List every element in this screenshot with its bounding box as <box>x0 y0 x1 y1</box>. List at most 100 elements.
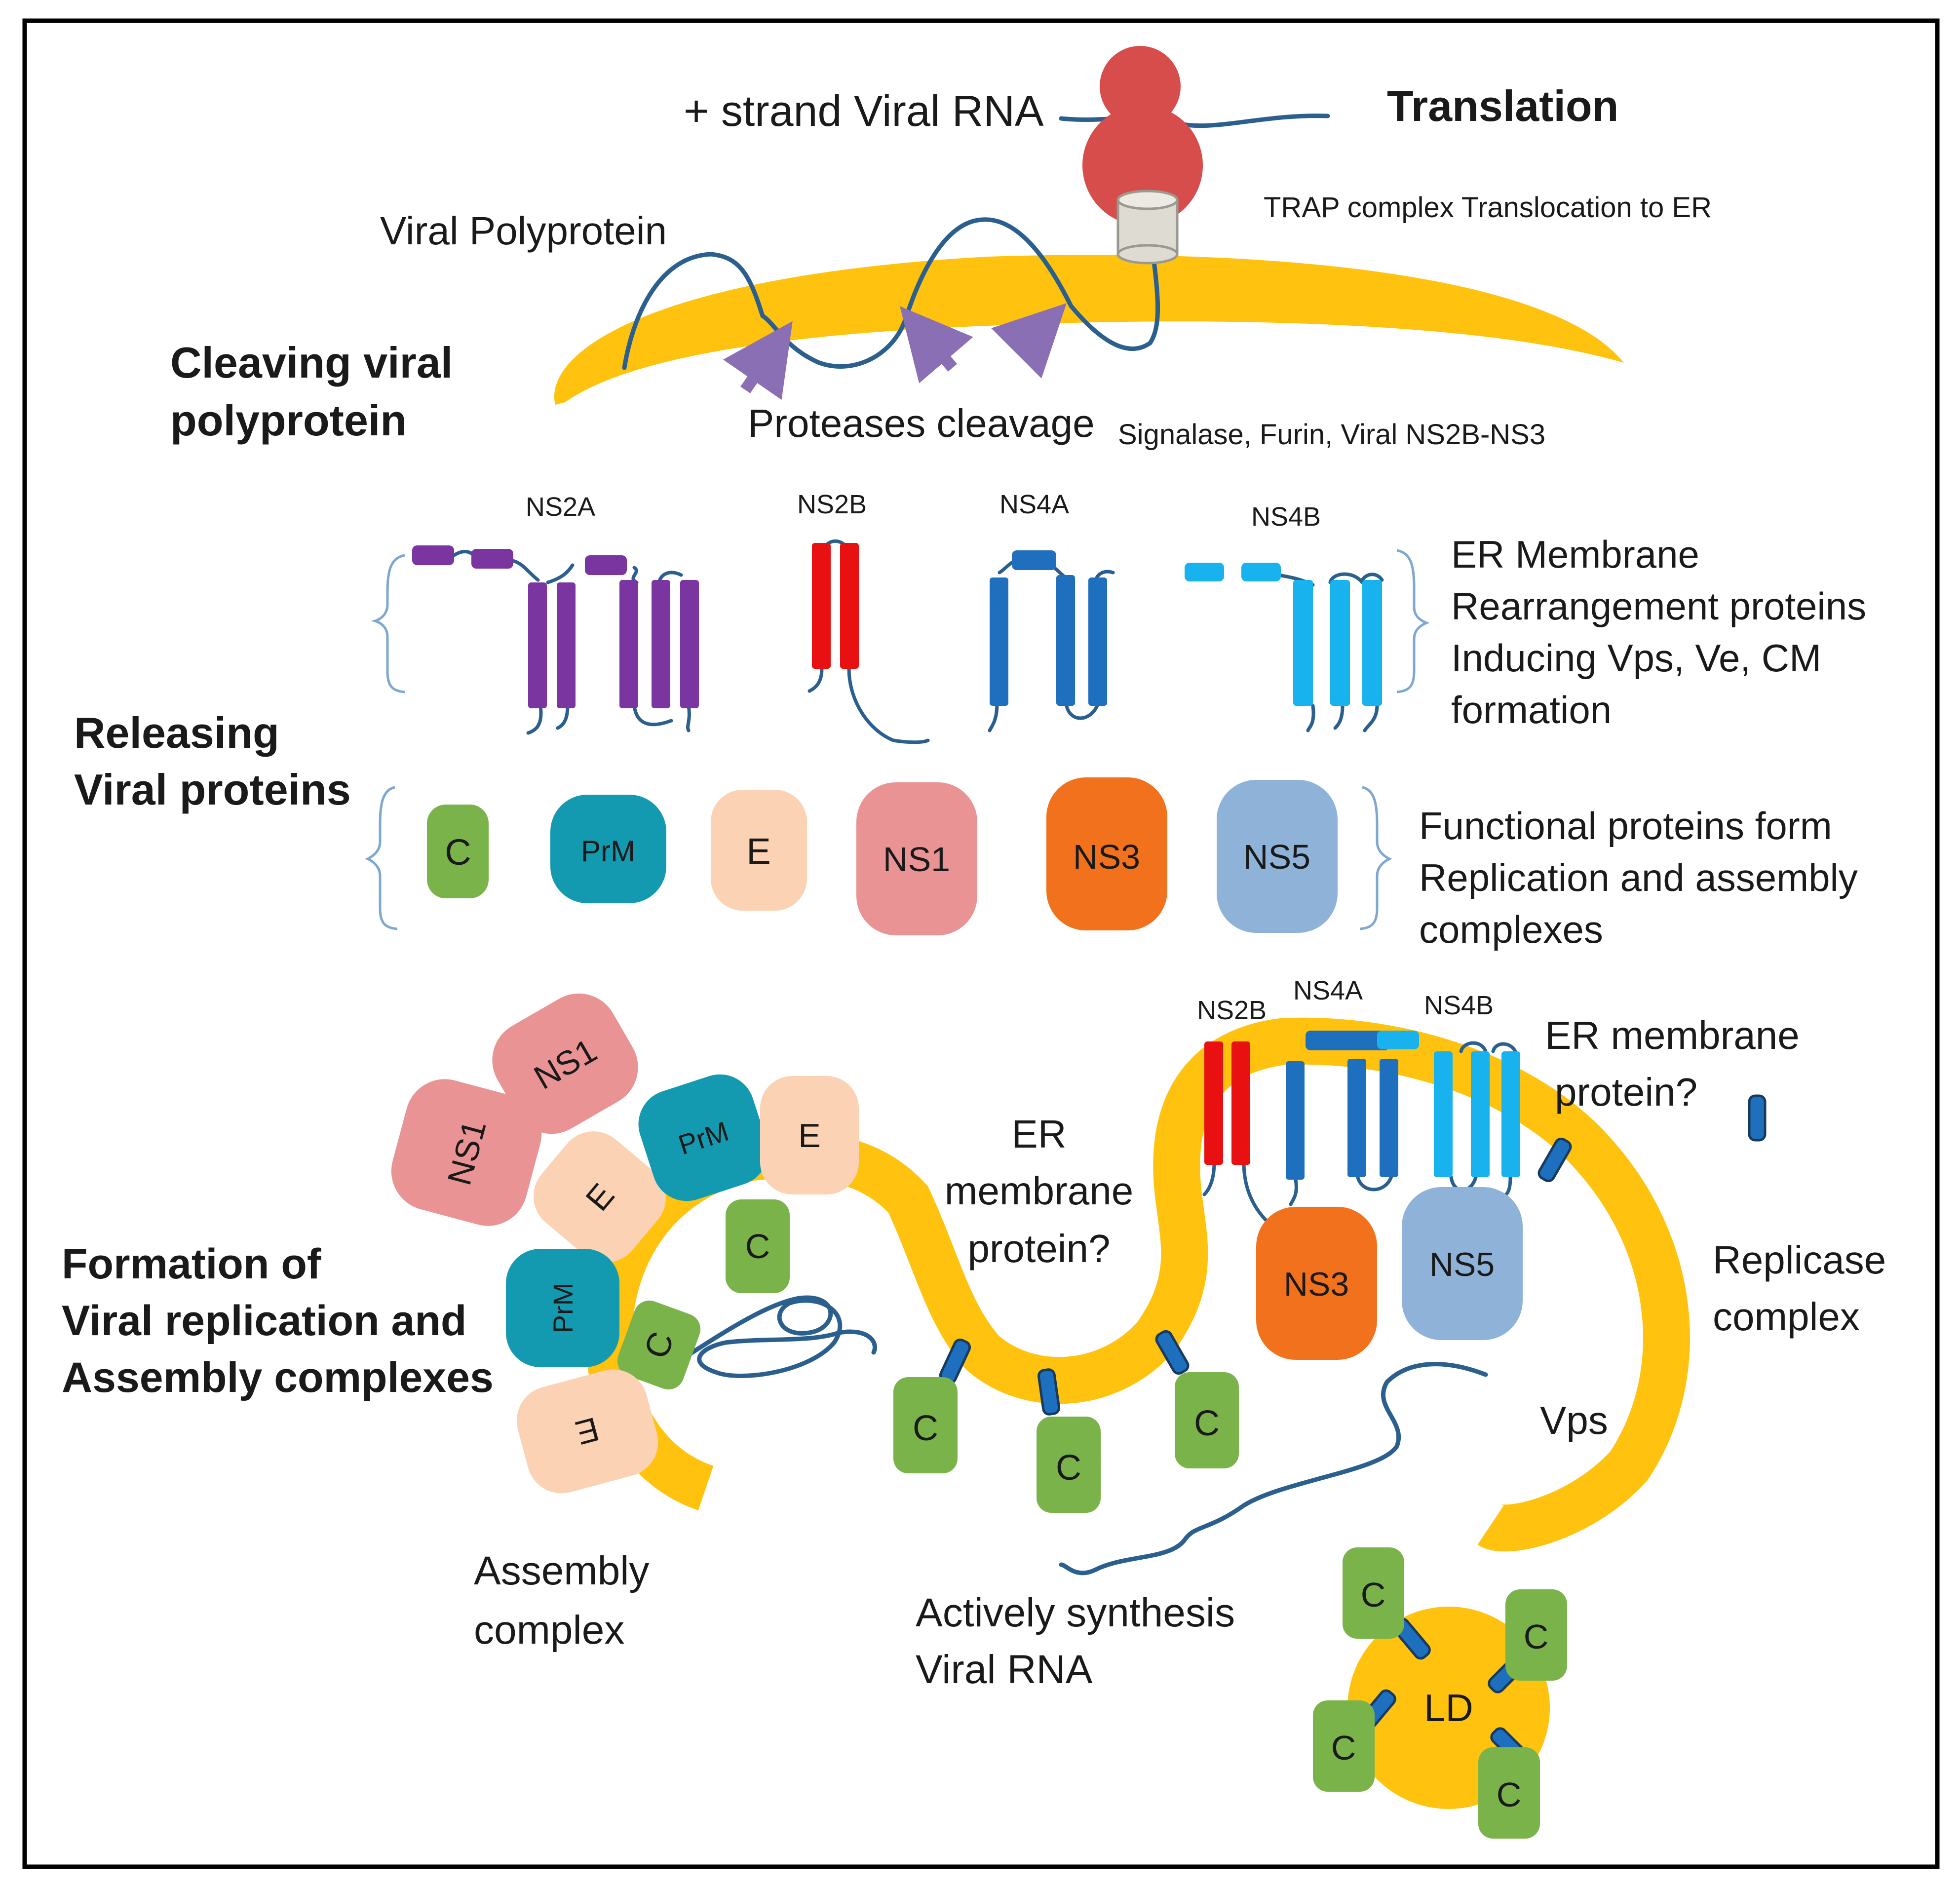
releasing-label-line2: Viral proteins <box>74 765 351 814</box>
trap-complex-icon <box>1116 190 1179 265</box>
viral-polyprotein-label: Viral Polyprotein <box>380 209 667 253</box>
svg-text:NS5: NS5 <box>1429 1246 1495 1283</box>
diagram-frame <box>22 18 1940 1869</box>
svg-text:PrM: PrM <box>547 1283 578 1334</box>
releasing-label-line1: Releasing <box>74 708 279 757</box>
assembly-ns1-a: NS1 <box>492 993 638 1134</box>
assembly-prm-b: PrM <box>506 1249 619 1367</box>
ns4b-label: NS4B <box>1251 502 1321 532</box>
ns2a-protein <box>412 545 699 735</box>
svg-text:C: C <box>1194 1404 1220 1443</box>
er-membrane-label-line2: Rearrangement proteins <box>1451 584 1866 628</box>
functional-label-line1: Functional proteins form <box>1419 804 1832 847</box>
cleavage-arrow-2 <box>900 306 973 384</box>
svg-text:C: C <box>1497 1775 1522 1814</box>
left-brace-bottom <box>365 786 398 930</box>
complex-ns2b-label: NS2B <box>1197 996 1267 1025</box>
ns4a-protein <box>988 550 1115 732</box>
replicase-ns4b <box>1377 1031 1520 1199</box>
ns4b-protein <box>1185 563 1384 732</box>
synthesized-rna-strand <box>1059 1362 1488 1576</box>
right-brace-bottom <box>1359 786 1392 930</box>
assembly-e-b: E <box>760 1076 859 1194</box>
ns2a-label: NS2A <box>526 492 595 522</box>
ns4a-label: NS4A <box>999 490 1069 519</box>
proteases-cleavage-label: Proteases cleavage <box>748 401 1095 445</box>
membrane-capsid-3: C <box>1175 1372 1239 1468</box>
svg-text:C: C <box>445 832 471 873</box>
vps-label: Vps <box>1540 1398 1608 1442</box>
functional-c-protein: C <box>427 805 489 898</box>
functional-label-line2: Replication and assembly <box>1419 856 1858 899</box>
er-membrane-question-line1: ER membrane <box>1545 1013 1800 1057</box>
membrane-capsid-2: C <box>1037 1417 1101 1513</box>
svg-text:NS3: NS3 <box>1073 838 1140 876</box>
functional-label-line3: complexes <box>1419 908 1603 951</box>
svg-text:C: C <box>1524 1617 1549 1656</box>
signalase-label: Signalase, Furin, Viral NS2B-NS3 <box>1118 419 1545 451</box>
er-question-label-line3: protein? <box>967 1227 1110 1270</box>
functional-ns3-protein: NS3 <box>1046 777 1167 930</box>
complex-ns4b-label: NS4B <box>1424 991 1494 1020</box>
cleavage-arrow-1 <box>723 321 793 400</box>
assembly-prm-a: PrM <box>638 1074 769 1201</box>
assembly-complex-label-line2: complex <box>474 1608 624 1653</box>
synthesis-label-line2: Viral RNA <box>916 1647 1093 1692</box>
svg-text:E: E <box>746 831 770 872</box>
ld-capsid-3: C <box>1313 1700 1375 1792</box>
protease-cleavage-arrows <box>723 303 1067 400</box>
cleavage-arrow-3 <box>991 303 1067 379</box>
trap-complex-label: TRAP complex Translocation to ER <box>1264 192 1712 224</box>
svg-text:C: C <box>913 1409 938 1448</box>
functional-ns5-protein: NS5 <box>1217 780 1338 933</box>
assembly-c-a: C <box>726 1199 790 1293</box>
ns2b-protein <box>807 539 930 744</box>
ld-capsid-2: C <box>1505 1589 1567 1681</box>
svg-text:C: C <box>1331 1729 1356 1767</box>
formation-label-line3: Assembly complexes <box>62 1354 494 1401</box>
er-membrane-label-line1: ER Membrane <box>1451 533 1699 576</box>
membrane-capsid-1: C <box>893 1377 958 1473</box>
assembly-e-c: E <box>516 1369 658 1494</box>
svg-text:E: E <box>798 1117 820 1154</box>
svg-text:C: C <box>1361 1576 1386 1614</box>
complex-ns5-protein: NS5 <box>1402 1187 1523 1340</box>
functional-prm-protein: PrM <box>550 795 666 903</box>
svg-text:NS1: NS1 <box>883 840 950 879</box>
right-brace-top <box>1396 549 1430 693</box>
er-question-label-line2: membrane <box>945 1169 1133 1213</box>
synthesis-label-line1: Actively synthesis <box>916 1590 1235 1635</box>
er-membrane-label-line3: Inducing Vps, Ve, CM <box>1451 636 1821 680</box>
er-question-label-line1: ER <box>1011 1112 1066 1156</box>
svg-text:C: C <box>1056 1448 1081 1488</box>
replicase-ns4a <box>1286 1031 1398 1206</box>
functional-ns1-protein: NS1 <box>856 782 977 935</box>
svg-text:LD: LD <box>1424 1686 1473 1730</box>
ld-capsid-1: C <box>1343 1547 1404 1639</box>
membrane-anchors <box>939 1094 1767 1416</box>
replicase-label-line1: Replicase <box>1713 1238 1886 1282</box>
assembly-rna-tangle <box>686 1295 877 1378</box>
assembly-e-a: E <box>533 1131 666 1263</box>
cleaving-label-line2: polyprotein <box>170 396 407 445</box>
er-membrane-label-line4: formation <box>1451 688 1612 731</box>
assembly-complex-label-line1: Assembly <box>474 1548 649 1593</box>
svg-text:C: C <box>745 1227 770 1266</box>
svg-text:NS5: NS5 <box>1243 838 1310 876</box>
functional-e-protein: E <box>711 790 807 911</box>
er-membrane-question-line2: protein? <box>1555 1070 1697 1114</box>
ld-capsid-4: C <box>1478 1747 1540 1839</box>
replicase-label-line2: complex <box>1713 1295 1860 1339</box>
assembly-ns1-b: NS1 <box>391 1079 542 1226</box>
formation-label-line2: Viral replication and <box>62 1297 466 1345</box>
ns2b-label: NS2B <box>797 490 867 519</box>
top-er-membrane <box>554 255 1624 405</box>
formation-label-line1: Formation of <box>62 1240 321 1288</box>
viral-rna-label: + strand Viral RNA <box>684 86 1044 135</box>
svg-text:NS3: NS3 <box>1284 1266 1349 1303</box>
complex-ns4a-label: NS4A <box>1293 976 1363 1005</box>
translation-label: Translation <box>1387 81 1618 130</box>
left-brace-top <box>371 554 405 693</box>
complex-ns3-protein: NS3 <box>1256 1207 1377 1360</box>
